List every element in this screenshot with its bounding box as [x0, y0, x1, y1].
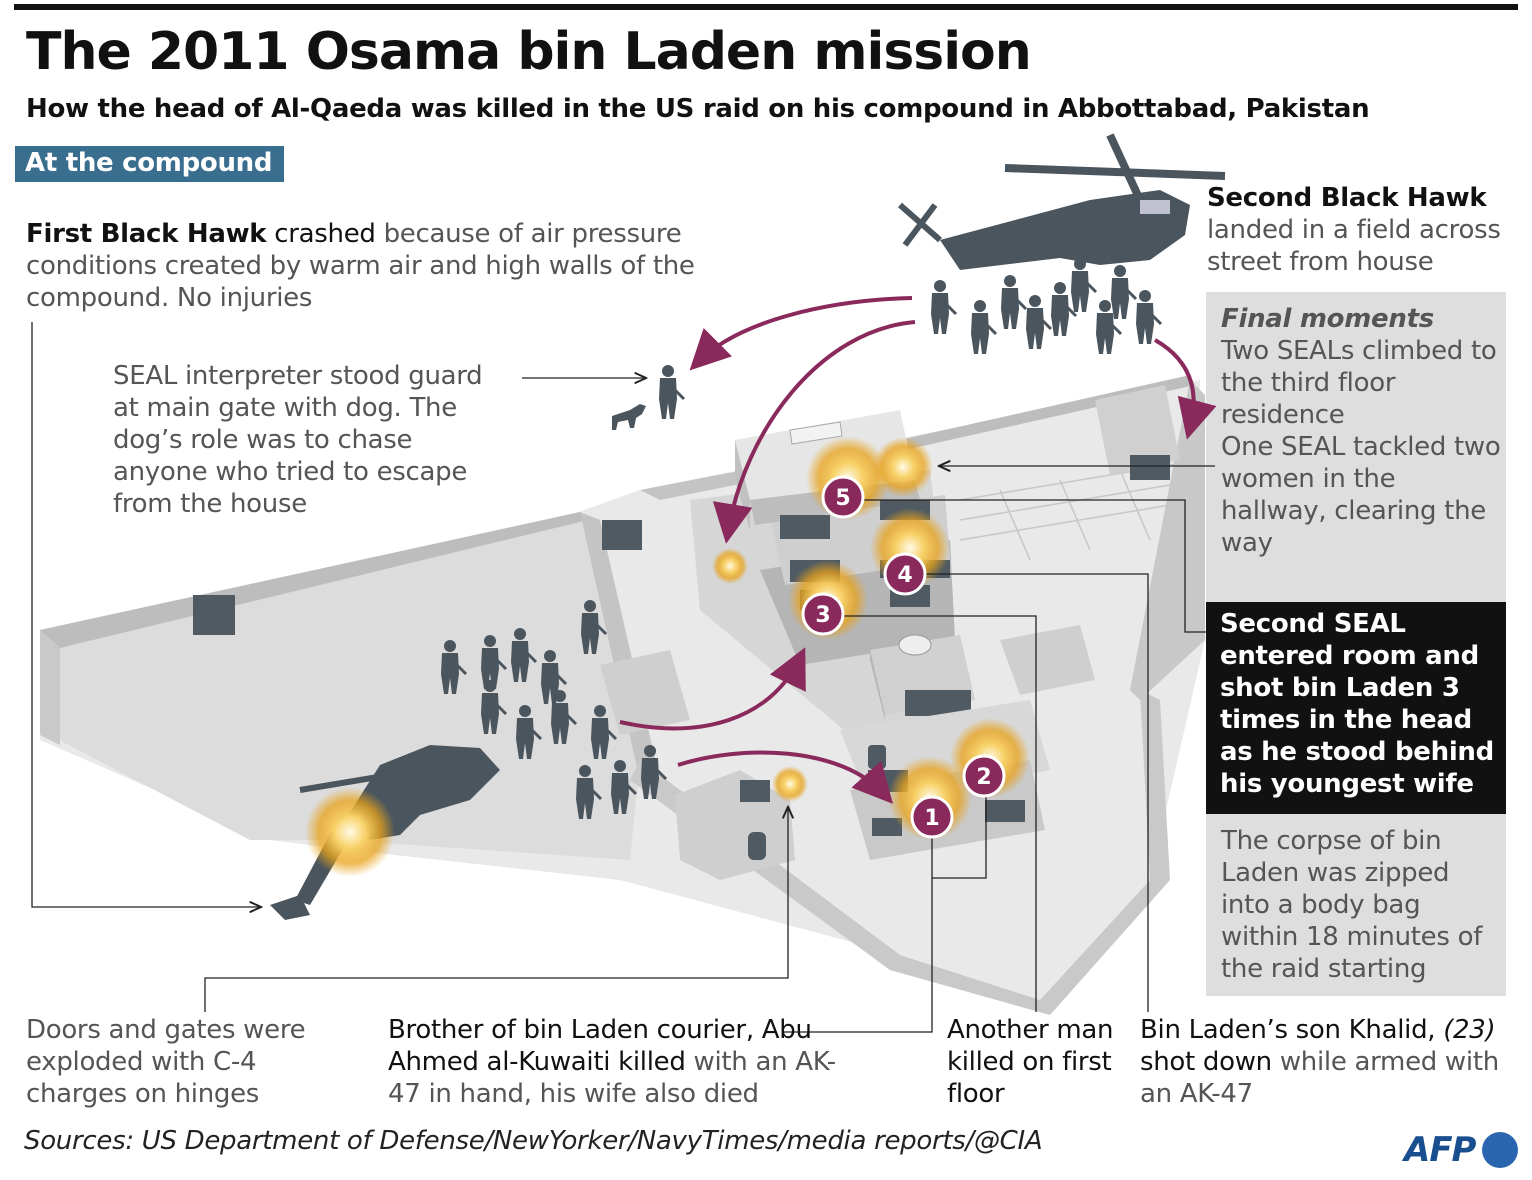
corpse-note: The corpse of bin Laden was zipped into … [1221, 826, 1483, 984]
son-detail: while armed with an AK-47 [1140, 1047, 1499, 1109]
marker-2: 2 [962, 754, 1006, 798]
climb-note: Two SEALs climbed to the third floor res… [1221, 336, 1497, 430]
second-seal-box: Second SEAL entered room and shot bin La… [1206, 602, 1506, 814]
afp-logo: AFP [1404, 1130, 1476, 1170]
son-name: Bin Laden’s son Khalid, [1140, 1015, 1436, 1045]
section-label: At the compound [15, 146, 285, 182]
son-shot: shot down [1140, 1047, 1272, 1077]
another-man-note: Another man killed on first floor [947, 1015, 1114, 1109]
tackled-note: One SEAL tackled two women in the hallwa… [1221, 432, 1501, 558]
movement-arrows [619, 296, 1217, 804]
first-black-hawk-detail: because of air pressure conditions creat… [26, 219, 695, 313]
marker-3: 3 [801, 592, 845, 636]
svg-text:3: 3 [815, 603, 830, 628]
son-note: Bin Laden’s son Khalid, (23) shot down w… [1140, 1014, 1520, 1110]
second-black-hawk-detail: landed in a field across street from hou… [1207, 215, 1501, 277]
final-moments-text: Final moments Two SEALs climbed to the t… [1221, 303, 1501, 559]
brother-killed: Brother of bin Laden courier, Abu Ahmed … [388, 1015, 812, 1077]
brother-note: Brother of bin Laden courier, Abu Ahmed … [388, 1014, 868, 1110]
svg-text:2: 2 [976, 765, 991, 790]
second-black-hawk-note: Second Black Hawk landed in a field acro… [1207, 182, 1507, 278]
second-black-hawk-icon [898, 133, 1226, 270]
svg-text:4: 4 [897, 563, 912, 588]
sources-line: Sources: US Department of Defense/NewYor… [24, 1126, 1043, 1156]
afp-logo-dot [1482, 1132, 1518, 1168]
event-markers: 1 2 3 4 5 [801, 475, 1006, 839]
second-seal-note: Second SEAL entered room and shot bin La… [1220, 609, 1494, 799]
seal-team-field [929, 256, 1163, 356]
page-title: The 2011 Osama bin Laden mission [26, 22, 1032, 82]
first-black-hawk-note: First Black Hawk crashed because of air … [26, 218, 746, 314]
marker-4: 4 [883, 552, 927, 596]
interpreter-note: SEAL interpreter stood guard at main gat… [113, 361, 483, 519]
final-moments-title: Final moments [1221, 304, 1434, 334]
svg-text:5: 5 [835, 486, 850, 511]
brother-detail: with an AK-47 in hand, his wife also die… [388, 1047, 836, 1109]
page-subtitle: How the head of Al-Qaeda was killed in t… [26, 94, 1370, 124]
top-rule [14, 4, 1518, 10]
second-black-hawk-label: Second Black Hawk [1207, 183, 1487, 213]
first-black-hawk-label: First Black Hawk [26, 219, 267, 249]
interpreter-with-dog [612, 363, 686, 430]
marker-1: 1 [910, 795, 954, 839]
first-black-hawk-crashed: crashed [266, 219, 376, 249]
son-age: (23) [1443, 1015, 1496, 1045]
svg-text:1: 1 [924, 806, 939, 831]
marker-5: 5 [821, 475, 865, 519]
leader-lines [31, 322, 1215, 1033]
doors-note: Doors and gates were exploded with C-4 c… [26, 1015, 306, 1109]
